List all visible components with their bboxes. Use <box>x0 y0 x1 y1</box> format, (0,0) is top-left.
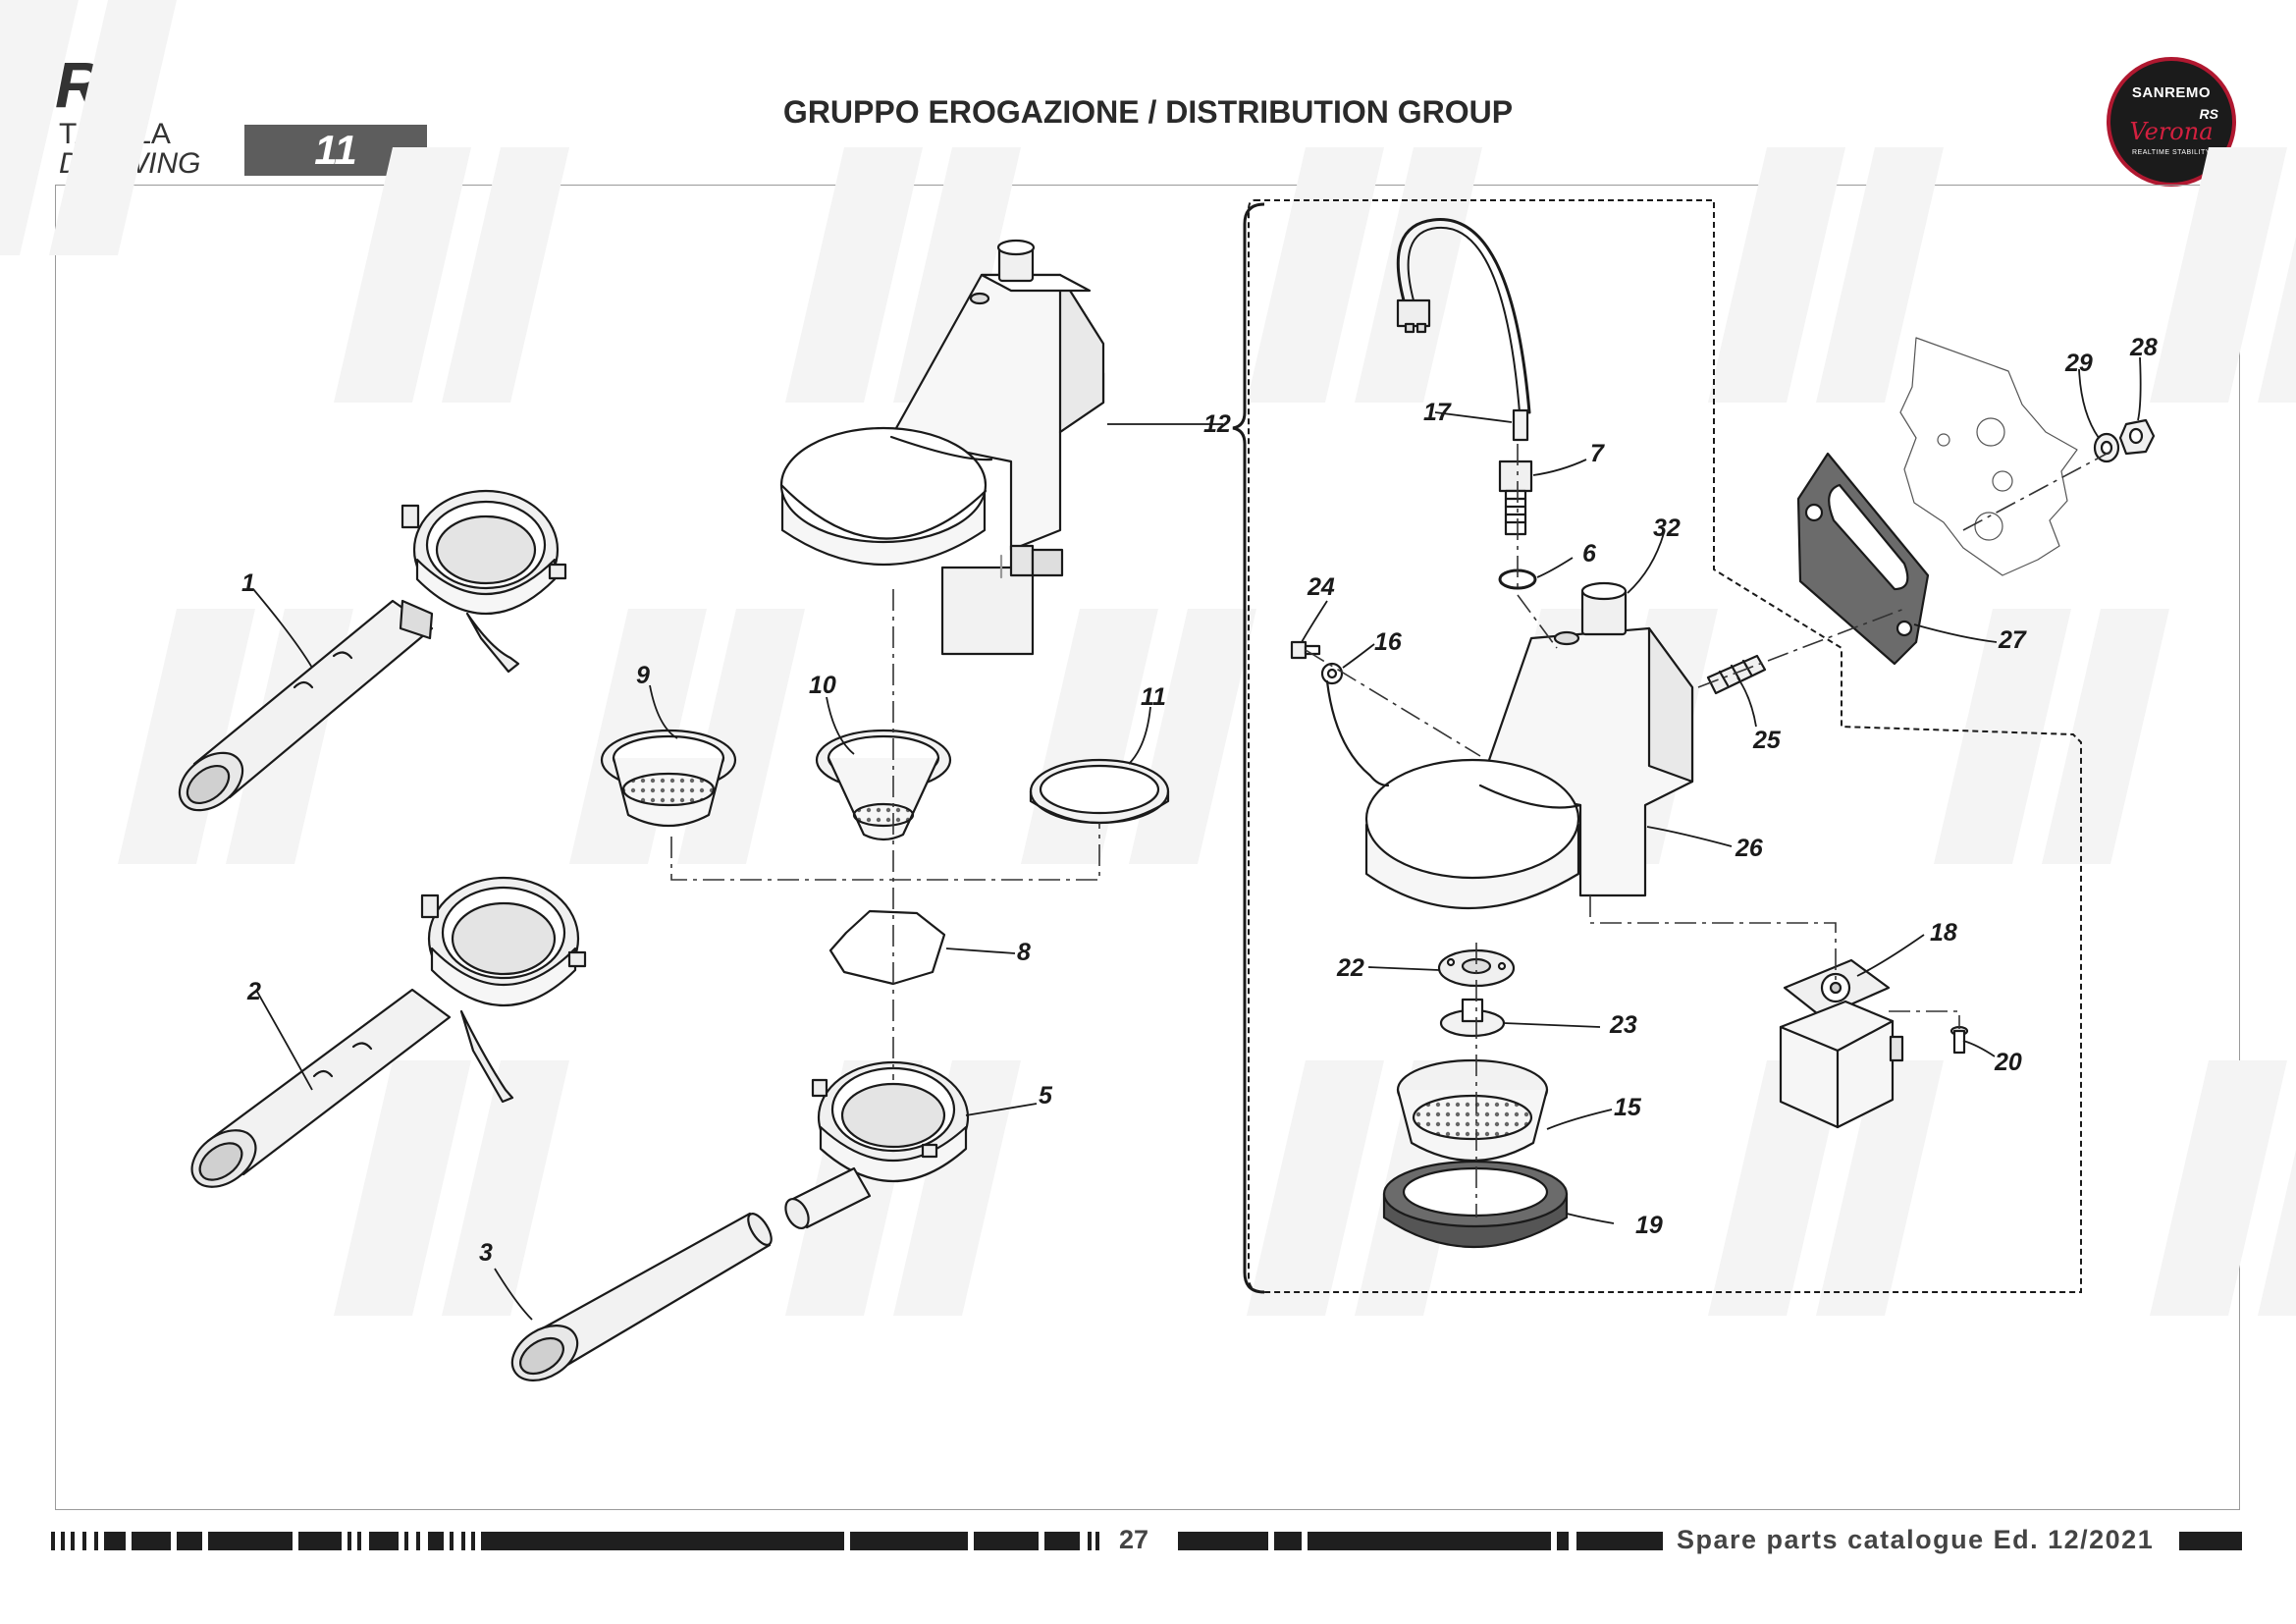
gasket-part-19 <box>1382 1160 1569 1248</box>
callout-15: 15 <box>1614 1094 1642 1121</box>
screw-part-23 <box>1439 998 1506 1038</box>
callout-19: 19 <box>1635 1212 1663 1239</box>
cable-part-17 <box>1396 218 1531 442</box>
callout-24: 24 <box>1307 573 1335 601</box>
callout-7: 7 <box>1590 440 1605 467</box>
callout-11: 11 <box>1141 683 1166 711</box>
callout-2: 2 <box>246 978 261 1005</box>
callout-22: 22 <box>1336 954 1364 982</box>
group-head-part-12 <box>779 239 1105 656</box>
callout-27: 27 <box>1998 626 2027 654</box>
group-head-part-26 <box>1364 581 1694 910</box>
callout-6: 6 <box>1582 540 1597 568</box>
shower-screen-part-15 <box>1396 1058 1549 1163</box>
screw-part-20 <box>1949 1025 1969 1055</box>
shower-holder-part-22 <box>1437 948 1516 988</box>
handle-part-3 <box>510 1212 773 1381</box>
callout-9: 9 <box>636 662 650 689</box>
callout-3: 3 <box>479 1239 493 1267</box>
assembly-brace <box>1232 202 1265 1294</box>
callout-26: 26 <box>1735 835 1764 862</box>
callout-23: 23 <box>1609 1011 1637 1039</box>
callout-16: 16 <box>1374 628 1403 656</box>
portafilter-part-1 <box>178 489 567 812</box>
solenoid-valve-part-18 <box>1779 958 1904 1129</box>
sensor-part-7 <box>1498 460 1533 536</box>
portafilter-body-part-5 <box>784 1060 970 1229</box>
ell-watermark-icon <box>0 0 2296 1316</box>
logo-tagline: REALTIME STABILITY <box>2132 149 2211 156</box>
washer-part-29 <box>2093 432 2120 463</box>
nut-part-28 <box>2118 418 2156 456</box>
assembly-lines <box>670 444 2111 1218</box>
leader-lines <box>252 356 2142 1321</box>
pin-part-25 <box>1706 654 1767 695</box>
callout-12: 12 <box>1203 410 1231 438</box>
logo-brand: SANREMO <box>2131 84 2212 101</box>
terminal-part-16 <box>1320 662 1390 787</box>
callout-29: 29 <box>2064 350 2093 377</box>
callout-28: 28 <box>2129 334 2158 361</box>
drawing-frame <box>55 185 2240 1510</box>
callout-25: 25 <box>1752 727 1782 754</box>
callout-8: 8 <box>1017 939 1031 966</box>
ring-part-11 <box>1029 758 1170 825</box>
callout-32: 32 <box>1653 514 1681 542</box>
callout-1: 1 <box>241 569 255 597</box>
logo-script: Verona <box>2129 118 2214 145</box>
filter-basket-part-9 <box>600 729 737 828</box>
page-number: 27 <box>1119 1525 1149 1554</box>
mounting-plate-outline <box>1899 337 2078 576</box>
catalogue-edition: Spare parts catalogue Ed. 12/2021 <box>1677 1525 2155 1554</box>
spring-part-8 <box>828 909 946 986</box>
callout-10: 10 <box>809 672 836 699</box>
page-title: GRUPPO EROGAZIONE / DISTRIBUTION GROUP <box>782 94 1514 130</box>
callout-20: 20 <box>1994 1049 2022 1076</box>
assembly-enclosure <box>1248 199 2082 1293</box>
callout-17: 17 <box>1423 399 1452 426</box>
filter-basket-part-10 <box>815 729 952 841</box>
callout-5: 5 <box>1039 1082 1053 1110</box>
plate-gasket-part-27 <box>1796 452 1930 666</box>
callout-18: 18 <box>1930 919 1957 947</box>
logo-sub: RS <box>2199 106 2218 122</box>
portafilter-part-2 <box>190 876 587 1188</box>
